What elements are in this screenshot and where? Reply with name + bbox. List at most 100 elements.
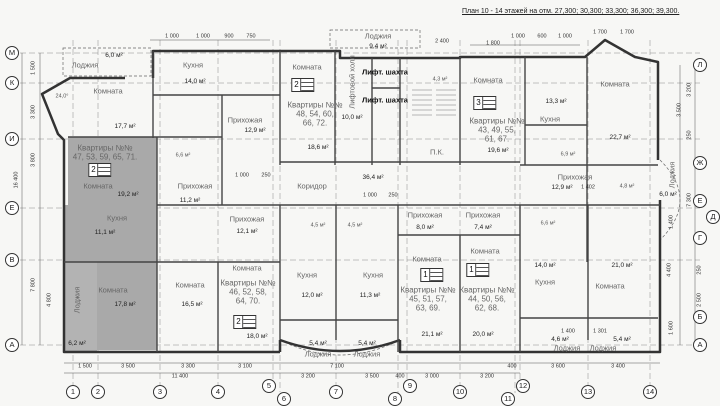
room-count: 2 (292, 79, 302, 91)
dimension-left: 16 400 (13, 171, 20, 189)
dimension-bottom: 3 300 (181, 363, 195, 370)
apartment-numbers: 45, 51, 57, (409, 294, 447, 304)
apartment-label: Квартиры №№ (469, 116, 525, 126)
room-area: 6,2 м² (68, 339, 86, 347)
dimension-bottom: 3 200 (480, 373, 494, 380)
dimension-right: 2 500 (696, 293, 703, 307)
room-area: 6,0 м² (659, 190, 677, 198)
room-name: Прихожая (557, 172, 593, 182)
axis-marker: И (5, 132, 19, 146)
dimension-left: 1 500 (30, 61, 37, 75)
axis-marker: 8 (388, 392, 402, 406)
room-name: Комната (93, 86, 123, 96)
room-name: Лоджия (667, 161, 677, 189)
dimension-top: 2 400 (435, 38, 449, 45)
room-count: 3 (474, 97, 484, 109)
room-name: Комната (470, 246, 500, 256)
dimension-lines (21, 39, 696, 374)
room-area: 21,1 м² (421, 330, 443, 338)
axis-marker: 10 (453, 385, 467, 399)
room-name: Комната (473, 75, 503, 85)
dimension-left: 3 300 (30, 105, 37, 119)
dimension-bottom: 3 500 (365, 373, 379, 380)
dimension-right: 250 (686, 130, 693, 140)
room-name: Кухня (182, 60, 204, 70)
room-count: 2 (89, 164, 99, 176)
axis-marker: М (5, 46, 19, 60)
axis-marker: А (693, 338, 707, 352)
dimension-right: 4 400 (666, 263, 673, 277)
room-name: Лоджия (589, 343, 617, 353)
room-area: 18,6 м² (307, 143, 329, 151)
dimension-bottom: 3 200 (301, 373, 315, 380)
dimension-right: 7 300 (686, 193, 693, 207)
room-area: 5,4 м² (358, 339, 376, 347)
dimension-left: 3 800 (30, 153, 37, 167)
bathroom-area: 4,5 м² (310, 222, 326, 229)
area-table (430, 269, 443, 281)
apartment-label: Квартиры №№ (220, 278, 276, 288)
room-area: 19,6 м² (487, 146, 509, 154)
room-name: Комната (595, 281, 625, 291)
room-name: Лоджия (304, 349, 332, 359)
bathroom-area: 4,3 м² (432, 76, 448, 83)
room-name: Прихожая (465, 210, 501, 220)
loggias-dashed (62, 29, 681, 356)
axis-marker: 7 (329, 385, 343, 399)
room-area: 12,9 м² (551, 183, 573, 191)
room-area: 12,1 м² (236, 227, 258, 235)
dimension-bottom: 3 100 (238, 363, 252, 370)
axis-marker: Ж (693, 156, 707, 170)
dimension-inner: 1 000 (235, 172, 249, 179)
dimension-top: 1 700 (593, 29, 607, 36)
dimension-inner: 1 402 (581, 184, 595, 191)
axis-marker: Е (693, 194, 707, 208)
plan-title: План 10 - 14 этажей на отм. 27,300; 30,3… (462, 8, 680, 15)
room-area: 22,7 м² (609, 133, 631, 141)
room-area: 9,4 м² (369, 42, 387, 50)
room-count: 2 (234, 316, 244, 328)
axis-marker: Д (706, 210, 720, 224)
room-area: 17,8 м² (114, 300, 136, 308)
apartment-label: Квартиры №№ (287, 100, 343, 110)
room-area: 10,0 м² (341, 113, 363, 121)
dimension-top: 900 (224, 33, 234, 40)
room-area: 14,0 м² (184, 77, 206, 85)
room-area: 20,0 м² (472, 330, 494, 338)
axis-marker: 6 (277, 392, 291, 406)
room-name: Кухня (539, 114, 561, 124)
dimension-inner: 250 (261, 172, 271, 179)
room-name: Кухня (534, 277, 556, 287)
stair-hatch (412, 89, 456, 116)
dimension-inner: 1 000 (363, 192, 377, 199)
room-count: 1 (421, 269, 431, 281)
dimension-bottom: 11 400 (171, 373, 189, 380)
room-area: 12,0 м² (301, 291, 323, 299)
dimension-top: 1 000 (511, 33, 525, 40)
area-table (476, 264, 489, 276)
room-area: 5,4 м² (309, 339, 327, 347)
room-name: Коридор (297, 181, 327, 191)
apartment-numbers: 63, 69. (415, 303, 441, 313)
apartment-label: Квартиры №№ (459, 285, 515, 295)
dimension-bottom: 400 (395, 373, 405, 380)
room-name: Комната (232, 263, 262, 273)
room-name: Комната (83, 181, 113, 191)
axis-marker: Г (693, 231, 707, 245)
area-table (243, 316, 256, 328)
room-area: 14,0 м² (534, 261, 556, 269)
room-area: 11,1 м² (94, 228, 116, 236)
apartment-numbers: 46, 52, 58, (229, 287, 267, 297)
axis-marker: 14 (643, 385, 657, 399)
room-area: 11,3 м² (359, 291, 381, 299)
room-area: 21,0 м² (611, 261, 633, 269)
dimension-bottom: 400 (507, 363, 517, 370)
room-area: 8,0 м² (416, 223, 434, 231)
room-area: 5,4 м² (613, 335, 631, 343)
dimension-bottom: 1 500 (78, 363, 92, 370)
room-name: Прихожая (229, 214, 265, 224)
dimension-right: 250 (696, 265, 703, 275)
axis-marker: 3 (153, 385, 167, 399)
apartment-type-badge: 2 (233, 315, 257, 329)
